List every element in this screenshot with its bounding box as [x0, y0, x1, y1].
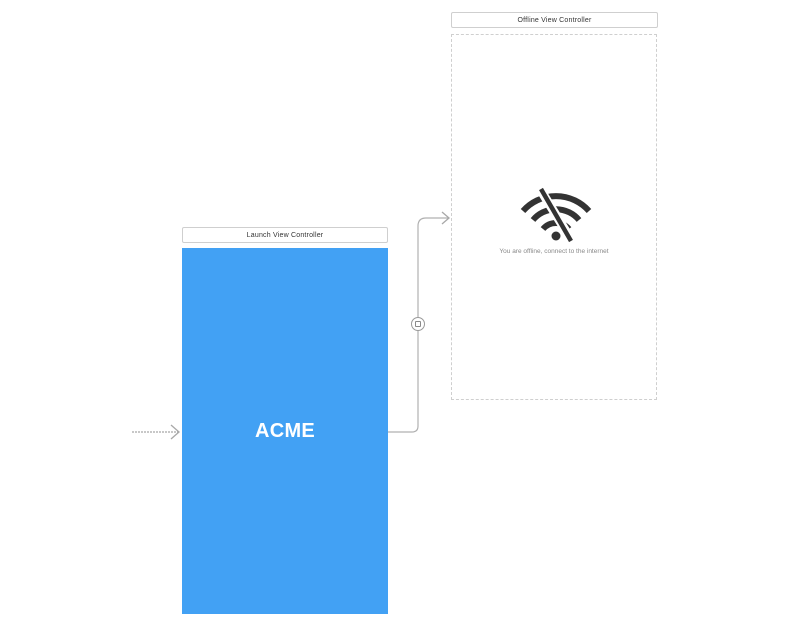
- launch-scene-title[interactable]: Launch View Controller: [182, 227, 388, 243]
- wifi-off-icon: [520, 186, 592, 243]
- launch-view-controller[interactable]: ACME: [182, 248, 388, 614]
- segue-icon[interactable]: [411, 317, 425, 331]
- offline-message-label: You are offline, connect to the internet: [499, 248, 609, 255]
- offline-scene-title[interactable]: Offline View Controller: [451, 12, 658, 28]
- acme-logo-label: ACME: [254, 419, 316, 442]
- entry-arrow-icon[interactable]: [132, 424, 180, 440]
- offline-view-controller[interactable]: You are offline, connect to the internet: [451, 34, 657, 400]
